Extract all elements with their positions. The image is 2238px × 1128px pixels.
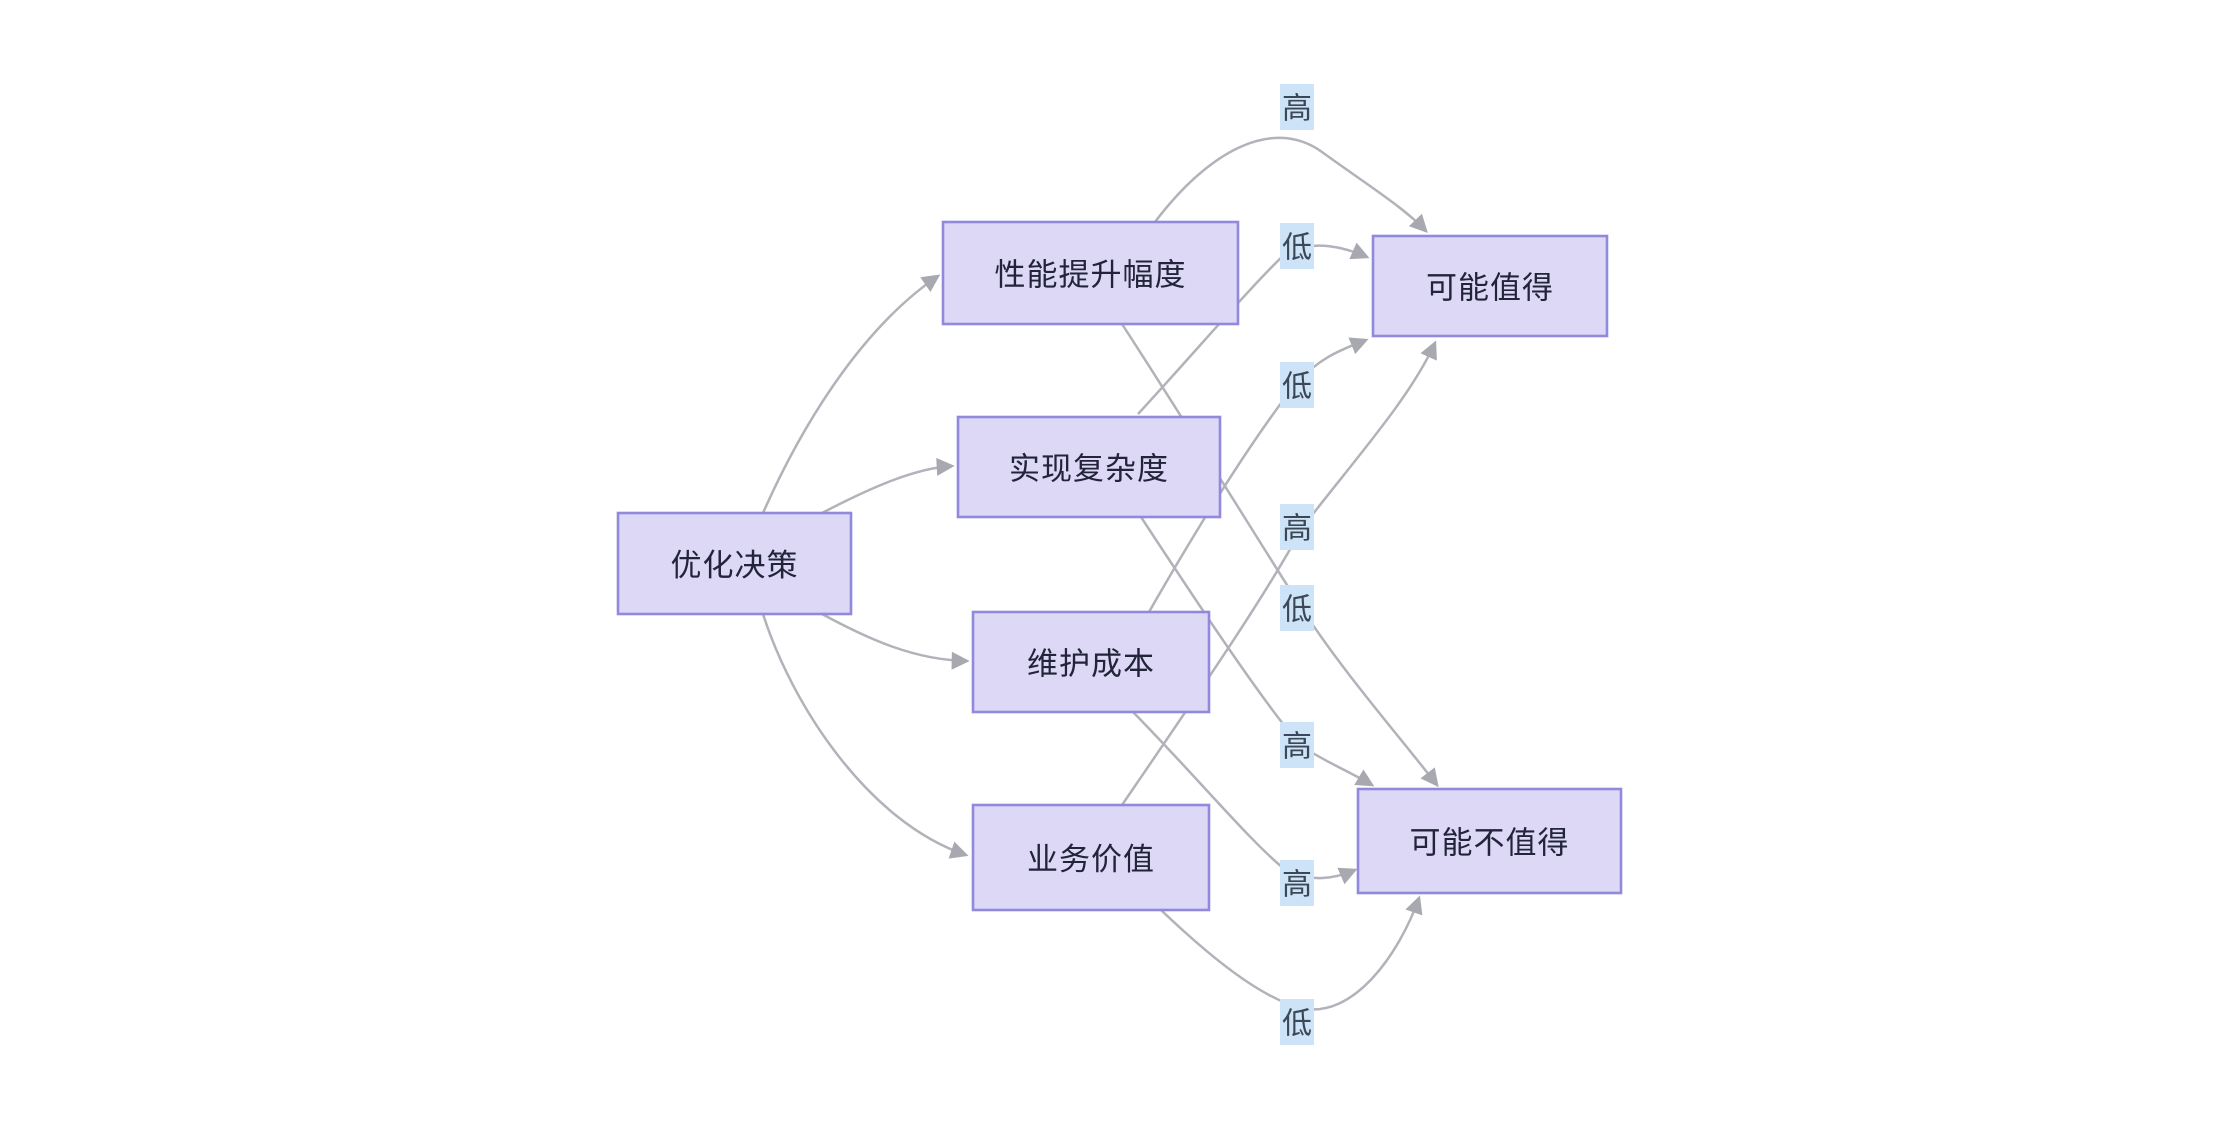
node-label: 可能不值得 — [1410, 826, 1570, 861]
node-label: 实现复杂度 — [1009, 452, 1169, 487]
edge-label-background — [1280, 362, 1314, 408]
node-box — [1371, 234, 1609, 338]
edge-maintenance-cost-to-maybe-not-worth — [1132, 711, 1358, 885]
edge-decision-to-maintenance-cost — [821, 612, 970, 670]
node-perf-gain: 性能提升幅度 — [941, 220, 1240, 326]
edge-label-text: 低 — [1282, 594, 1312, 627]
edge-label-background — [1280, 585, 1314, 631]
edge-label-perf-gain-to-maybe-not-worth: 低 — [1280, 585, 1314, 631]
node-box — [616, 511, 853, 616]
node-label: 可能值得 — [1426, 271, 1554, 306]
edge-label-business-value-to-maybe-not-worth: 低 — [1280, 999, 1314, 1045]
node-box — [941, 220, 1240, 326]
node-box — [1356, 787, 1623, 895]
edge-label-background — [1280, 722, 1314, 768]
edge-perf-gain-to-maybe-worth — [1154, 136, 1428, 233]
edge-label-text: 高 — [1282, 513, 1312, 546]
node-label: 优化决策 — [671, 548, 799, 583]
node-decision: 优化决策 — [616, 511, 853, 616]
edge-label-impl-complexity-to-maybe-not-worth: 高 — [1280, 722, 1314, 768]
edge-label-text: 高 — [1282, 869, 1312, 902]
edge-maintenance-cost-to-maybe-worth — [1147, 337, 1369, 613]
edge-label-text: 低 — [1282, 232, 1312, 265]
node-box — [971, 610, 1211, 714]
edge-label-maintenance-cost-to-maybe-not-worth: 高 — [1280, 860, 1314, 906]
edge-perf-gain-to-maybe-not-worth — [1120, 323, 1439, 788]
node-business-value: 业务价值 — [971, 803, 1211, 912]
node-label: 性能提升幅度 — [995, 258, 1187, 293]
edge-label-maintenance-cost-to-maybe-worth: 低 — [1280, 362, 1314, 408]
node-impl-complexity: 实现复杂度 — [956, 415, 1222, 519]
node-label: 维护成本 — [1027, 647, 1155, 682]
edge-label-text: 低 — [1282, 1008, 1312, 1041]
edge-label-business-value-to-maybe-worth: 高 — [1280, 504, 1314, 550]
edge-label-background — [1280, 999, 1314, 1045]
node-box — [956, 415, 1222, 519]
node-maintenance-cost: 维护成本 — [971, 610, 1211, 714]
edge-label-impl-complexity-to-maybe-worth: 低 — [1280, 223, 1314, 269]
edge-label-text: 高 — [1282, 93, 1312, 126]
edge-business-value-to-maybe-worth — [1120, 340, 1437, 806]
edge-label-background — [1280, 504, 1314, 550]
edge-decision-to-business-value — [761, 613, 969, 859]
node-maybe-worth: 可能值得 — [1371, 234, 1609, 338]
edge-impl-complexity-to-maybe-worth — [1137, 242, 1370, 415]
edge-label-text: 低 — [1282, 371, 1312, 404]
edge-label-background — [1280, 860, 1314, 906]
edge-label-background — [1280, 84, 1314, 130]
node-maybe-not-worth: 可能不值得 — [1356, 787, 1623, 895]
edge-decision-to-perf-gain — [761, 274, 941, 514]
edge-label-perf-gain-to-maybe-worth: 高 — [1280, 84, 1314, 130]
edge-label-background — [1280, 223, 1314, 269]
node-label: 业务价值 — [1027, 842, 1155, 877]
node-box — [971, 803, 1211, 912]
edge-business-value-to-maybe-not-worth — [1160, 895, 1423, 1011]
edge-decision-to-impl-complexity — [821, 457, 955, 515]
edge-label-text: 高 — [1282, 731, 1312, 764]
